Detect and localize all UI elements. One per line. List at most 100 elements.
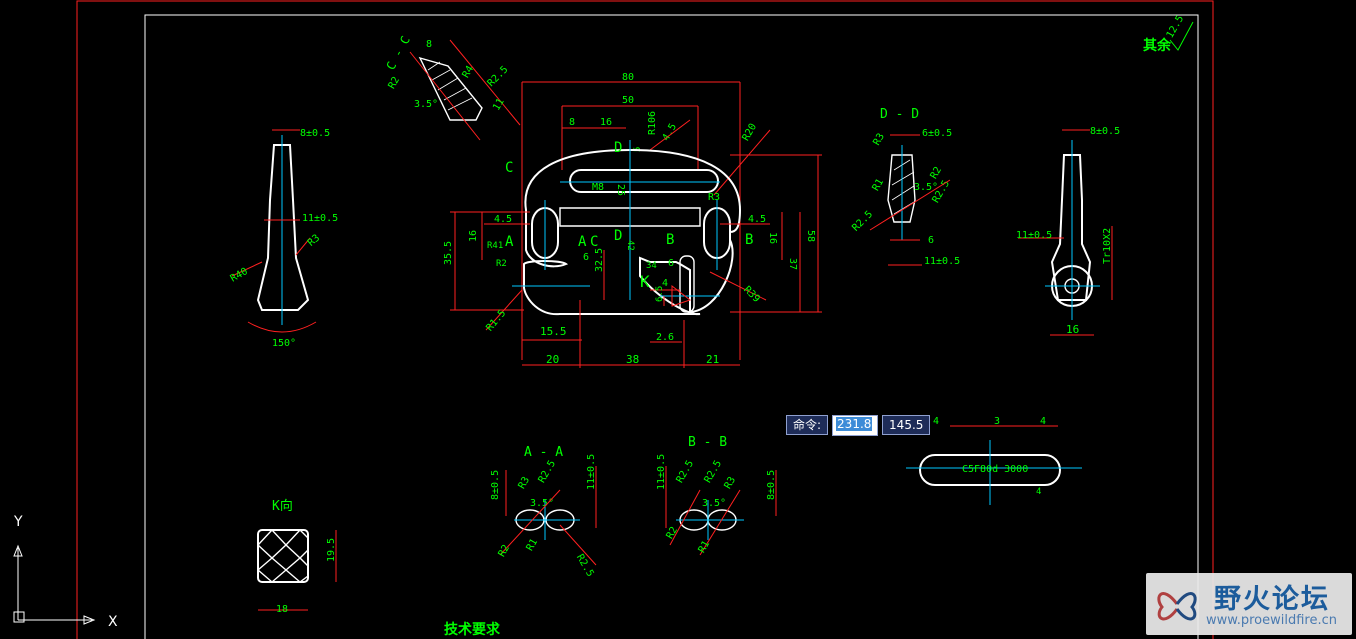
svg-text:38: 38	[626, 353, 639, 366]
svg-text:R2: R2	[665, 525, 681, 541]
svg-text:R1: R1	[697, 539, 713, 555]
svg-text:R41: R41	[487, 241, 503, 251]
svg-text:R2.5: R2.5	[574, 553, 596, 579]
svg-text:R2.5: R2.5	[537, 459, 559, 485]
svg-text:R2.5: R2.5	[486, 64, 511, 89]
svg-text:R3: R3	[517, 475, 533, 491]
svg-text:37: 37	[787, 258, 798, 270]
svg-text:15.5: 15.5	[540, 325, 567, 338]
svg-text:R4: R4	[461, 64, 477, 80]
left-profile-view: 8±0.5 11±0.5 R3 R40 150°	[229, 128, 338, 349]
section-dd: D - D 6±0.5 R3 R2 R1 3.5° R2.5 R2.5 6 11…	[850, 107, 960, 267]
svg-text:D: D	[614, 140, 622, 156]
svg-text:D: D	[614, 228, 622, 244]
svg-text:R2.5: R2.5	[703, 459, 725, 485]
svg-text:M8: M8	[592, 182, 604, 193]
svg-text:18: 18	[276, 604, 288, 615]
svg-text:K: K	[640, 272, 650, 291]
section-aa: A - A 8±0.5 11±0.5 R3 R2.5 3.5° R2 R1 R2…	[490, 445, 597, 579]
svg-text:R2: R2	[496, 259, 507, 269]
svg-text:4: 4	[662, 278, 668, 289]
svg-text:R1: R1	[871, 177, 887, 193]
roughness-note: 其余	[1143, 37, 1172, 54]
svg-text:R2: R2	[929, 165, 945, 181]
tech-req-title: 技术要求	[444, 621, 501, 638]
svg-text:3.5°: 3.5°	[414, 99, 438, 110]
svg-text:32.5: 32.5	[594, 248, 605, 272]
watermark-url: www.proewildfire.cn	[1206, 613, 1337, 628]
svg-text:6: 6	[668, 258, 674, 269]
svg-text:A: A	[578, 234, 587, 250]
svg-text:K向: K向	[272, 498, 293, 514]
section-cc: C - C 8 R2 R4 R2.5 3.5° 11	[384, 34, 521, 141]
svg-text:11±0.5: 11±0.5	[656, 454, 667, 490]
butterfly-logo-icon	[1157, 592, 1197, 621]
svg-text:6±0.5: 6±0.5	[922, 128, 952, 139]
svg-text:8±0.5: 8±0.5	[300, 128, 330, 139]
svg-text:42: 42	[625, 240, 635, 251]
inner-frame	[144, 14, 1199, 639]
svg-text:150°: 150°	[272, 338, 296, 349]
svg-text:D - D: D - D	[880, 107, 919, 122]
svg-text:B: B	[745, 232, 753, 248]
outer-border	[76, 0, 1214, 639]
svg-text:4.5: 4.5	[494, 214, 512, 225]
command-label: 命令:	[786, 415, 829, 435]
svg-text:16: 16	[468, 230, 479, 242]
svg-text:R3: R3	[871, 132, 887, 148]
svg-text:11: 11	[491, 97, 507, 113]
svg-text:3.5°: 3.5°	[702, 498, 726, 509]
svg-text:4: 4	[933, 416, 939, 427]
svg-text:C: C	[505, 160, 513, 176]
svg-text:16: 16	[767, 232, 778, 244]
svg-text:R20: R20	[741, 122, 760, 143]
slot-view: 4 3 4 C5F80d 3000 4	[906, 416, 1082, 505]
svg-text:20: 20	[546, 353, 559, 366]
svg-text:50: 50	[622, 95, 634, 106]
svg-text:4: 4	[1040, 416, 1046, 427]
svg-text:R3: R3	[723, 475, 739, 491]
svg-text:R2: R2	[387, 75, 403, 91]
svg-text:B - B: B - B	[688, 435, 727, 450]
svg-text:R1.5: R1.5	[484, 308, 508, 334]
svg-text:80: 80	[622, 72, 634, 83]
main-front-view: 80 50 8 16 R106 4.5 R20 5	[443, 72, 822, 368]
svg-text:6: 6	[583, 252, 589, 263]
svg-text:8: 8	[426, 39, 432, 50]
svg-text:R1: R1	[525, 537, 541, 553]
svg-text:X: X	[108, 614, 118, 630]
svg-text:19.5: 19.5	[326, 538, 337, 562]
svg-text:16: 16	[600, 117, 612, 128]
svg-text:B: B	[666, 232, 674, 248]
svg-text:25: 25	[615, 184, 626, 196]
coordinate-y-input[interactable]: 145.5	[882, 415, 931, 435]
watermark-title: 野火论坛	[1214, 584, 1330, 615]
svg-text:6: 6	[928, 235, 934, 246]
svg-text:8±0.5: 8±0.5	[490, 470, 501, 500]
forum-watermark: 野火论坛 www.proewildfire.cn	[1146, 573, 1352, 635]
svg-text:11±0.5: 11±0.5	[1016, 230, 1052, 241]
svg-text:11±0.5: 11±0.5	[924, 256, 960, 267]
svg-text:R39: R39	[741, 284, 762, 305]
dynamic-input: 命令: 231.8 145.5	[786, 415, 931, 436]
svg-text:C - C: C - C	[384, 34, 413, 72]
svg-text:12.5: 12.5	[1165, 14, 1187, 40]
svg-text:3: 3	[994, 416, 1000, 427]
svg-text:11±0.5: 11±0.5	[302, 213, 338, 224]
svg-text:Y: Y	[13, 514, 23, 530]
svg-text:34: 34	[646, 261, 657, 271]
coordinate-x-value: 231.8	[836, 417, 873, 431]
svg-text:C5F80d 3000: C5F80d 3000	[962, 464, 1028, 475]
svg-text:A - A: A - A	[524, 445, 563, 460]
svg-text:21: 21	[706, 353, 719, 366]
svg-text:R3: R3	[708, 192, 720, 203]
right-profile-view: 8±0.5 11±0.5 Tr10X2 16	[1016, 126, 1120, 336]
svg-text:R106: R106	[647, 111, 658, 135]
svg-text:4.5: 4.5	[748, 214, 766, 225]
coordinate-x-input[interactable]: 231.8	[832, 415, 879, 436]
svg-text:Tr10X2: Tr10X2	[1102, 228, 1113, 264]
svg-text:16: 16	[1066, 323, 1079, 336]
svg-text:35.5: 35.5	[443, 241, 454, 265]
svg-text:11±0.5: 11±0.5	[586, 454, 597, 490]
